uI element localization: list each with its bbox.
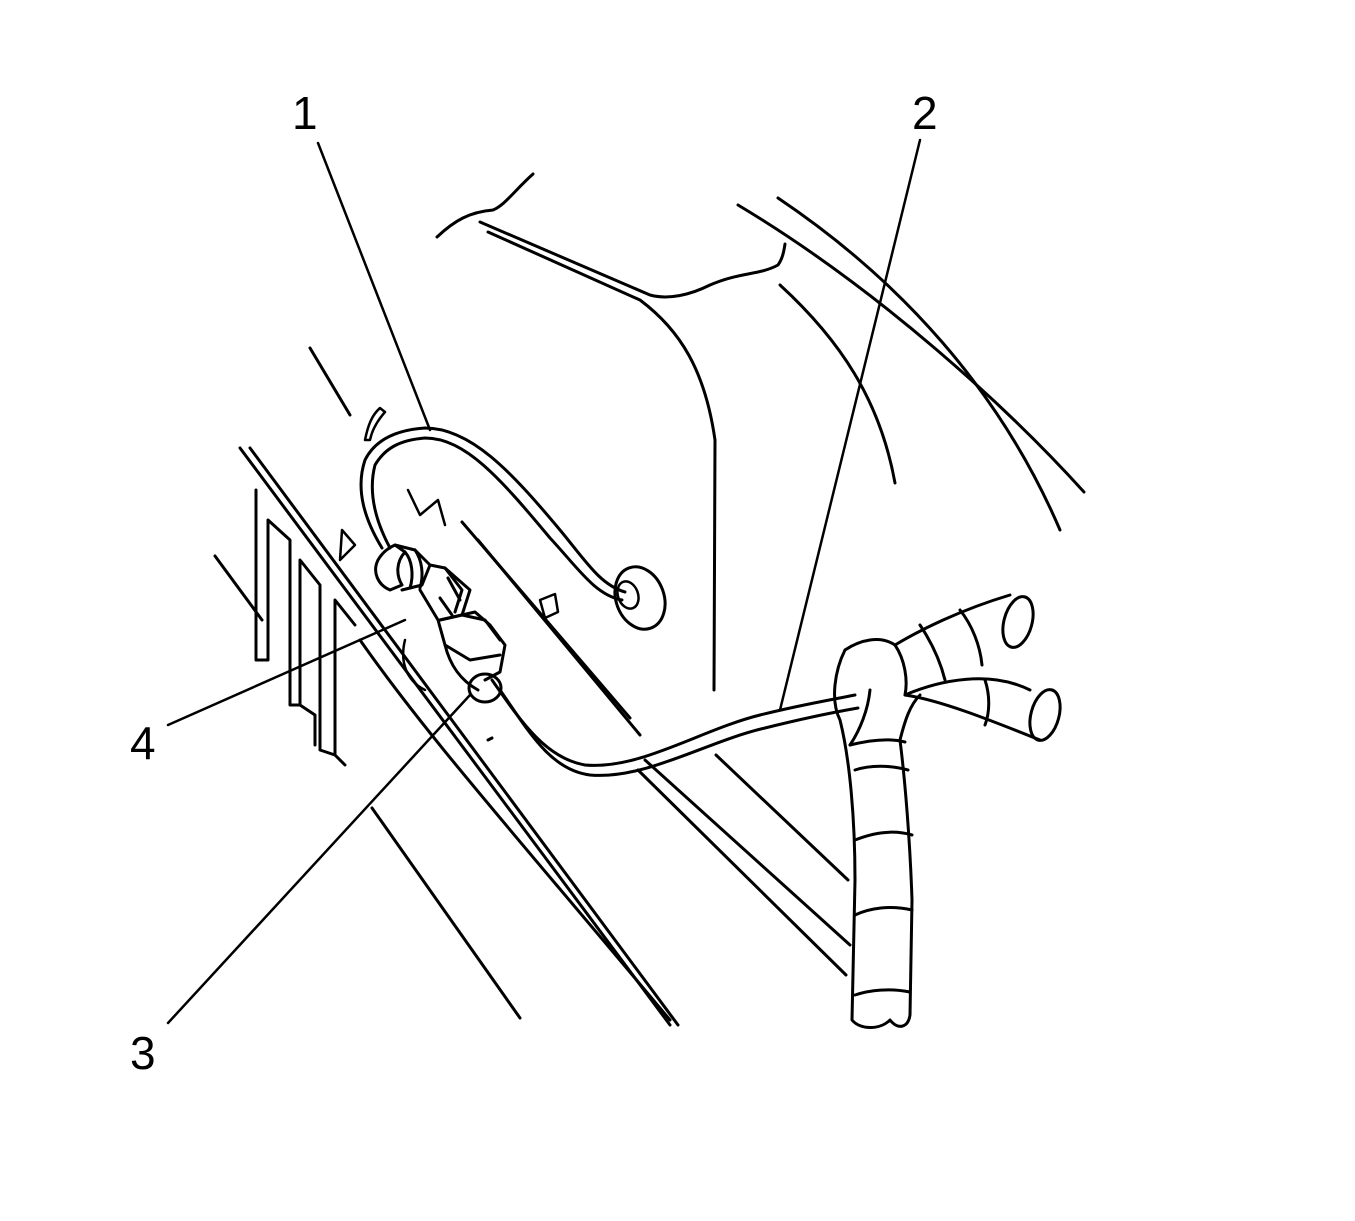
callout-label-2: 2: [912, 87, 938, 139]
callout-leader-lines: [166, 138, 922, 1025]
leader-line-3: [166, 693, 472, 1025]
leader-line-2: [778, 138, 922, 712]
leader-line-4: [166, 618, 407, 727]
wiring-harness: [833, 593, 1062, 1029]
callout-label-3: 3: [130, 1027, 156, 1079]
leader-line-1: [316, 141, 432, 432]
sensor-wire: [359, 426, 667, 631]
callout-label-4: 4: [130, 717, 156, 769]
body-panel-contours: [213, 172, 1086, 1027]
callout-label-1: 1: [292, 87, 318, 139]
electrical-connector: [374, 543, 507, 704]
lead-wire: [490, 678, 860, 777]
